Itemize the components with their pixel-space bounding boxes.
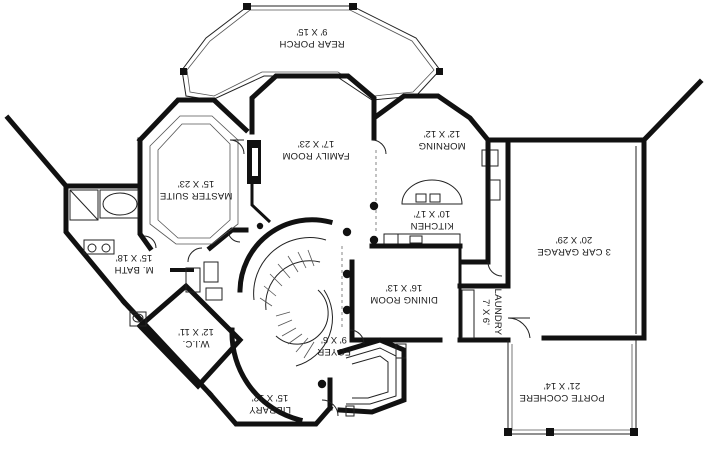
svg-text:LAUNDRY: LAUNDRY (492, 289, 503, 336)
front-entry-bay (336, 337, 407, 417)
grand-staircase (229, 217, 334, 424)
svg-text:15' X 23': 15' X 23' (178, 178, 215, 189)
label-garage: 3 CAR GARAGE 20' X 29' (537, 234, 611, 257)
exterior-wing-walls (4, 78, 704, 190)
svg-text:W.I.C.: W.I.C. (182, 338, 209, 349)
garage-walls (505, 137, 647, 341)
label-foyer: FOYER 9' X 6' (317, 334, 351, 357)
svg-text:KITCHEN: KITCHEN (410, 220, 453, 231)
svg-text:15' X 18': 15' X 18' (116, 252, 153, 263)
svg-text:17' X 23': 17' X 23' (298, 138, 335, 149)
svg-text:9' X 6': 9' X 6' (321, 334, 347, 345)
label-family-room: FAMILY ROOM 17' X 23' (282, 138, 349, 161)
label-laundry: LAUNDRY 7' X 6' (480, 289, 503, 336)
rear-porch-area (180, 3, 443, 101)
svg-text:12' X 12': 12' X 12' (424, 128, 461, 139)
svg-text:9' X 15': 9' X 15' (296, 26, 327, 37)
columns (256, 201, 379, 389)
svg-text:PORTE COCHERE: PORTE COCHERE (519, 392, 604, 403)
family-room-walls (249, 73, 377, 224)
library-walls (206, 377, 334, 427)
svg-text:12' X 11': 12' X 11' (178, 326, 214, 337)
label-rear-porch: REAR PORCH 9' X 15' (279, 26, 344, 49)
label-master-bath: M. BATH 15' X 18' (114, 252, 153, 275)
svg-text:15' X 12': 15' X 12' (252, 392, 289, 403)
label-library: LIBRARY 15' X 12' (249, 392, 291, 415)
dining-room-walls (349, 246, 462, 343)
svg-text:REAR PORCH: REAR PORCH (279, 38, 344, 49)
porte-cochere-area (504, 340, 638, 436)
fireplace (247, 140, 261, 184)
laundry-walls (457, 283, 511, 343)
svg-text:FOYER: FOYER (317, 346, 351, 357)
master-bath-walls (63, 183, 143, 306)
svg-text:M. BATH: M. BATH (114, 264, 153, 275)
svg-text:MORNING: MORNING (418, 140, 465, 151)
walk-in-closet-walls (120, 261, 244, 398)
master-suite-walls (136, 97, 250, 252)
label-master-suite: MASTER SUITE 15' X 23' (160, 178, 233, 201)
svg-text:FAMILY ROOM: FAMILY ROOM (282, 150, 349, 161)
svg-text:10' X 17': 10' X 17' (414, 208, 451, 219)
arch-lines (341, 150, 377, 330)
svg-text:21' X 14': 21' X 14' (544, 380, 581, 391)
label-dining-room: DINING ROOM 16' X 13' (370, 282, 438, 305)
svg-text:7' X 6': 7' X 6' (480, 299, 491, 325)
label-wic: W.I.C. 12' X 11' (178, 326, 214, 349)
svg-text:16' X 13': 16' X 13' (386, 282, 423, 293)
svg-text:LIBRARY: LIBRARY (249, 404, 291, 415)
label-kitchen: KITCHEN 10' X 17' (410, 208, 453, 231)
label-morning: MORNING 12' X 12' (418, 128, 465, 151)
label-porte-cochere: PORTE COCHERE 21' X 14' (519, 380, 604, 403)
door-swings (143, 139, 503, 417)
kitchen-area (369, 137, 501, 265)
svg-text:3 CAR GARAGE: 3 CAR GARAGE (537, 246, 611, 257)
svg-text:MASTER SUITE: MASTER SUITE (160, 190, 233, 201)
svg-text:DINING ROOM: DINING ROOM (370, 294, 438, 305)
svg-text:20' X 29': 20' X 29' (556, 234, 593, 245)
